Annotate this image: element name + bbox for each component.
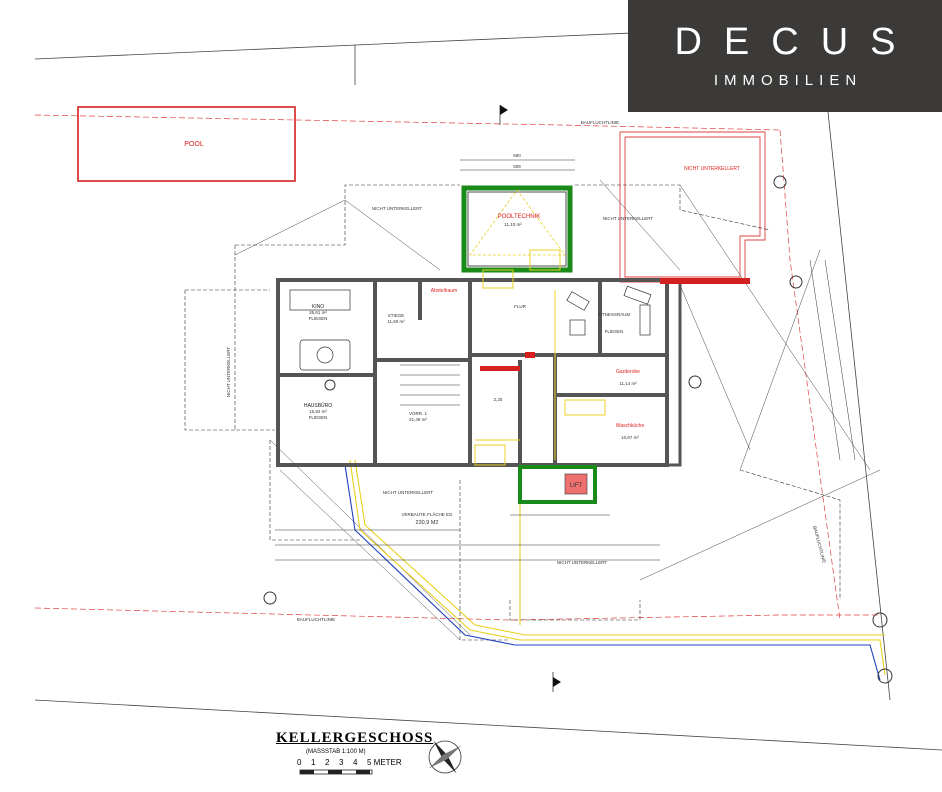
label-dim-2-25: 2,25 [494,397,503,402]
label-nicht-unterkellert-bottom: NICHT UNTERKELLERT [557,560,608,565]
label-hausbuero: HAUSBÜRO [304,402,332,409]
room-labels: KINO 26,61 m² FLIESEN HAUSBÜRO 16,92 m² … [304,288,645,440]
dimension-lines [275,159,856,561]
pool-label: POOL [184,141,204,148]
label-verbaute-flaeche-value: 230,9 M2 [416,520,439,526]
label-lift: LIFT [570,483,583,489]
label-baufluchtlinie-bottom: BAUFLUCHTLINIE [297,617,335,622]
label-nicht-unterkellert-right: NICHT UNTERKELLERT [603,216,654,221]
label-vorraum: VORR. 1 [409,411,428,416]
stair [400,364,460,406]
scale-label-1: 1 [311,758,316,767]
label-kino-floor: FLIESEN [309,316,328,321]
label-waschkueche: Waschküche [616,423,645,429]
label-hausbuero-floor: FLIESEN [309,415,328,420]
label-nicht-unterkellert-left: NICHT UNTERKELLERT [226,347,231,398]
site-boundary [34,29,942,751]
label-nicht-unterkellert-lower: NICHT UNTERKELLERT [383,490,434,495]
label-dim-590: 590 [513,153,521,158]
pool-area: POOL [77,106,296,182]
yellow-interior-marks [474,249,606,466]
label-verbaute-flaeche: VERBAUTE FLÄCHE EG [401,511,453,517]
site-symbols [263,175,893,684]
red-outline-right [619,131,766,283]
label-nicht-unterkellert-top: NICHT UNTERKELLERT [372,206,423,211]
scale-label-3: 3 [339,758,344,767]
label-flur: FLUR [514,304,527,309]
fitness-equipment [566,285,652,336]
label-hausbuero-area: 16,92 m² [309,409,327,414]
logo-tagline: IMMOBILIEN [713,72,863,89]
label-baufluchtlinie-right: BAUFLUCHTLINIE [812,525,827,563]
label-fitnessraum: FITNESSRAUM [598,312,631,317]
label-kino: KINO [312,304,324,310]
kino-furniture [289,289,351,371]
label-pooltechnik-area: 11,10 m² [504,222,522,227]
logo-brand: DECUS [674,21,918,63]
label-nicht-unterkellert-pool: NICHT UNTERKELLERT [684,166,740,172]
compass-rose [428,740,462,774]
plan-scale-note: (MASSSTAB 1:100 M) [306,749,366,755]
scale-label-0: 0 [297,758,302,767]
building-line-red [34,114,880,621]
label-baufluchtlinie-top: BAUFLUCHTLINIE [581,120,619,125]
label-pooltechnik: POOLTECHNIK [498,214,541,220]
label-waschkueche-area: 10,67 m² [621,435,639,440]
scale-label-5: 5 METER [367,758,402,767]
label-stiege: STIEGE [388,313,405,318]
decus-logo: DECUS IMMOBILIEN [628,0,942,112]
north-arrow-bottom [552,672,561,692]
utility-lines [344,459,886,681]
scale-bar [299,769,373,775]
pooltechnik-room: POOLTECHNIK 11,10 m² [461,185,573,273]
plan-title: KELLERGESCHOSS [276,730,434,746]
building-walls [276,278,669,467]
label-fitnessraum-floor: FLIESEN [605,329,624,334]
plan-annotations: BAUFLUCHTLINIE BAUFLUCHTLINIE BAUFLUCHTL… [226,120,827,622]
label-garderobe: Garderobe [616,369,640,375]
label-stiege-area: 11,60 m² [387,319,405,324]
scale-label-4: 4 [353,758,358,767]
lift-shaft: LIFT [518,465,597,504]
upper-floor-outline [184,184,841,641]
scale-label-2: 2 [325,758,330,767]
north-arrow-top [499,105,508,125]
label-abstellraum: Abstellraum [431,288,457,294]
label-dim-509: 509 [513,164,521,169]
label-garderobe-area: 11,14 m² [619,381,637,386]
roof-lines [234,179,881,641]
plan-title-block: KELLERGESCHOSS (MASSSTAB 1:100 M) [262,730,434,755]
label-kino-area: 26,61 m² [309,310,327,315]
label-vorraum-area: 21,49 m² [409,417,427,422]
